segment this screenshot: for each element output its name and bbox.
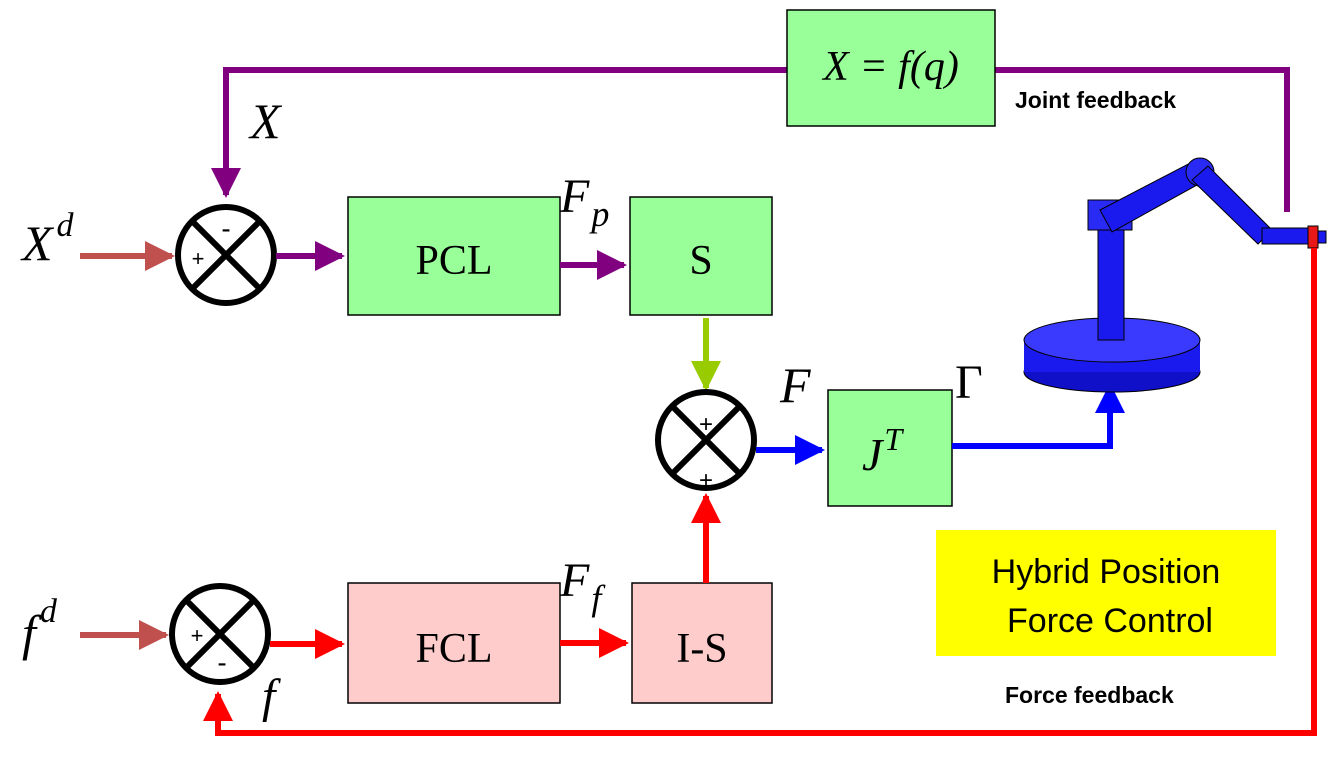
fcl-block	[347, 582, 561, 704]
position-plus-sign: +	[192, 246, 205, 271]
pcl-block	[347, 196, 561, 316]
kinematics-label: X = f(q)	[821, 44, 959, 90]
pcl-label: PCL	[415, 238, 492, 284]
combine-plus-bottom-sign: +	[699, 467, 713, 494]
force-minus-sign: -	[217, 647, 226, 678]
torque-to-robot-arrow	[952, 383, 1125, 449]
position-summing-junction	[175, 204, 277, 306]
s-label: S	[689, 238, 712, 284]
signal-f-measured-label: f	[262, 670, 281, 723]
force-feedback-line	[203, 248, 1317, 736]
hybrid-control-note-line1: Hybrid Position	[992, 553, 1221, 591]
force-feedback-label: Force feedback	[1005, 682, 1174, 708]
hybrid-control-note-line2: Force Control	[1007, 602, 1213, 640]
is-block	[631, 582, 773, 704]
robot-arm-image	[1023, 157, 1327, 393]
combining-summing-junction	[655, 389, 757, 491]
joint-feedback-line	[211, 67, 1290, 212]
position-minus-sign: -	[221, 213, 230, 244]
jt-label: JT	[862, 421, 904, 480]
signal-ff-label: Ff	[559, 554, 606, 618]
force-plus-sign: +	[191, 623, 204, 648]
signal-f-label: F	[779, 357, 811, 413]
is-label: I-S	[676, 626, 727, 672]
signal-x-label: X	[248, 93, 283, 149]
combine-plus-top-sign: +	[699, 411, 713, 438]
kinematics-block	[786, 9, 996, 127]
force-summing-junction	[169, 583, 271, 685]
joint-feedback-label: Joint feedback	[1015, 87, 1176, 113]
s-block	[629, 196, 773, 316]
hybrid-control-note-box	[936, 530, 1276, 656]
signal-gamma-label: Γ	[955, 356, 983, 409]
signal-fp-label: Fp	[559, 170, 609, 234]
fcl-label: FCL	[415, 626, 492, 672]
